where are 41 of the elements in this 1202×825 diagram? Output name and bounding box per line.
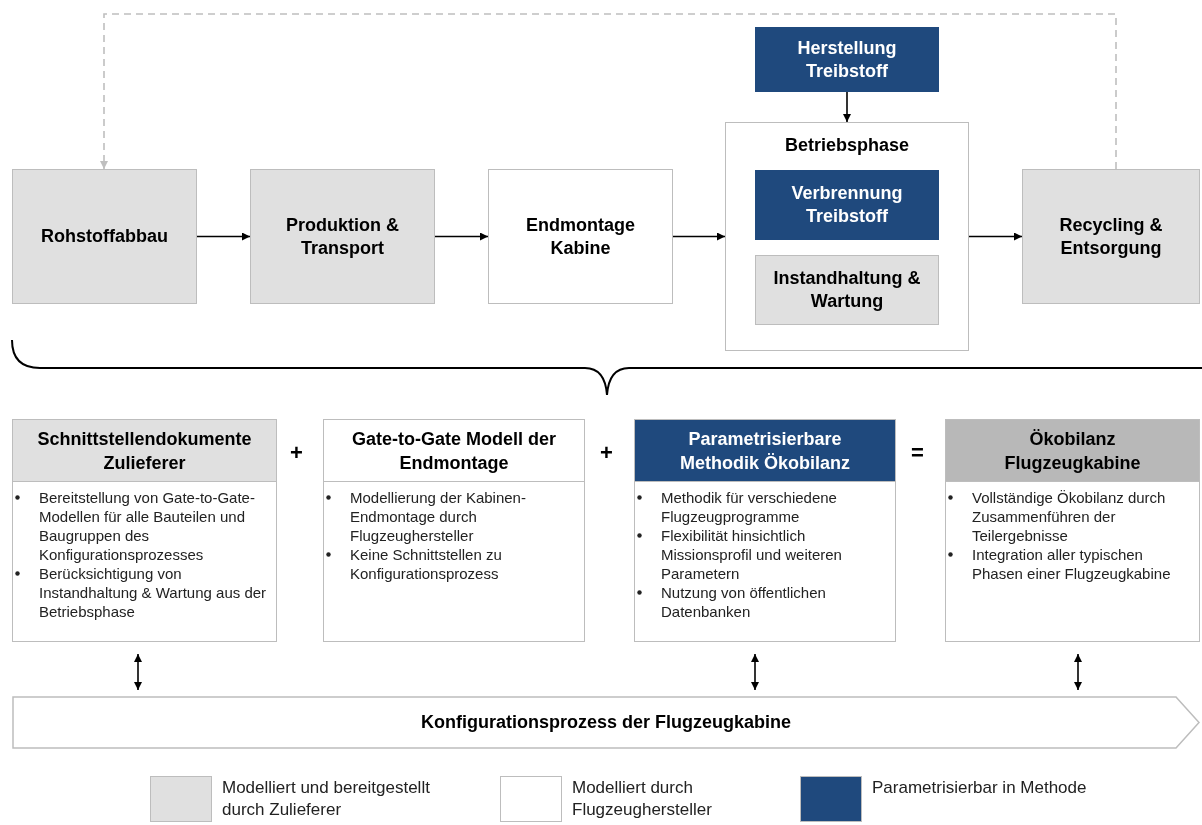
operator-sign: =	[911, 440, 924, 466]
double-arrow	[1074, 653, 1082, 691]
bullet-text: Keine Schnittstellen zu Konfigurationsprozess	[350, 546, 502, 582]
legend-text: Modelliert durch Flugzeughersteller	[572, 777, 713, 821]
process-box: Rohstoffabbau	[12, 169, 197, 304]
process-box: Produktion & Transport	[250, 169, 435, 304]
operator-sign: +	[290, 440, 303, 466]
legend-text: Parametrisierbar in Methode	[872, 777, 1088, 799]
bullet-text: Methodik für verschiedene Flugzeugprogramme	[661, 489, 837, 525]
dashed-arrow	[100, 13, 1117, 170]
info-card	[945, 419, 1200, 642]
bullet-text: Flexibilität hinsichtlich Missionsprofil und weiteren Parametern	[661, 527, 842, 582]
arrow	[968, 232, 1023, 241]
card-title: Schnittstellendokumente Zulieferer	[13, 420, 276, 482]
group-title: Betriebsphase	[783, 135, 911, 156]
info-card	[634, 419, 896, 642]
bullet-text: Bereitstellung von Gate-to-Gate-Modellen für alle Bauteilen und Baugruppen des Konfigurationsprozesses	[39, 489, 255, 563]
double-arrow	[751, 653, 759, 691]
bullet-text: Integration aller typischen Phasen einer Flugzeugkabine	[972, 546, 1171, 582]
bullet-text: Modellierung der Kabinen-Endmontage durch Flugzeughersteller	[350, 489, 526, 544]
legend-text: Modelliert und bereitgestellt durch Zulieferer	[222, 777, 431, 821]
card-title: Ökobilanz Flugzeugkabine	[946, 420, 1199, 482]
process-box: Instandhaltung & Wartung	[755, 255, 939, 325]
operator-sign: +	[600, 440, 613, 466]
phase-container	[725, 122, 969, 351]
process-box: Herstellung Treibstoff	[755, 27, 939, 92]
double-arrow	[134, 653, 142, 691]
bullet-text: Vollständige Ökobilanz durch Zusammenführen der Teilergebnisse	[972, 489, 1166, 544]
process-box: Endmontage Kabine	[488, 169, 673, 304]
process-chevron: Konfigurationsprozess der Flugzeugkabine	[12, 696, 1200, 749]
arrow	[843, 91, 851, 123]
arrow	[196, 232, 251, 241]
process-box: Recycling & Entsorgung	[1022, 169, 1200, 304]
arrow	[434, 232, 489, 241]
card-title: Parametrisierbare Methodik Ökobilanz	[635, 420, 895, 482]
info-card	[323, 419, 585, 642]
bullet-text: Berücksichtigung von Instandhaltung & Wartung aus der Betriebsphase	[39, 565, 267, 620]
bullet-text: Nutzung von öffentlichen Datenbanken	[661, 584, 826, 620]
arrow	[672, 232, 726, 241]
process-box: Verbrennung Treibstoff	[755, 170, 939, 240]
info-card	[12, 419, 277, 642]
